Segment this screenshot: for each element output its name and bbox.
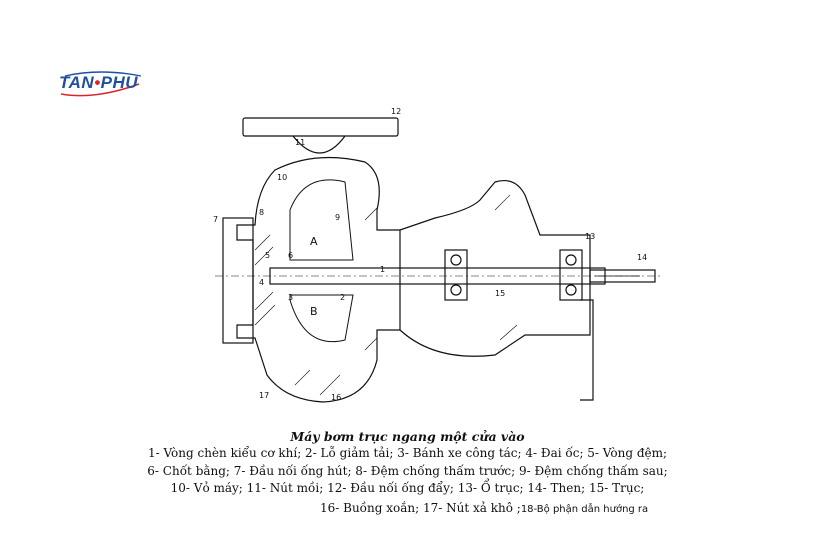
chamber-label-a: A bbox=[310, 235, 318, 248]
discharge-flange bbox=[242, 117, 399, 137]
support-leg bbox=[580, 299, 594, 401]
impeller-lower bbox=[289, 294, 354, 343]
label-10: 10 bbox=[277, 173, 287, 182]
bearing-front bbox=[444, 249, 468, 301]
bearing-ball-2 bbox=[450, 284, 462, 296]
caption-line-4: 16- Buồng xoắn; 17- Nút xả khô ; bbox=[320, 501, 521, 515]
label-7: 7 bbox=[213, 215, 218, 224]
label-9: 9 bbox=[335, 213, 340, 222]
caption-line-4-wrap: 16- Buồng xoắn; 17- Nút xả khô ;18-Bộ ph… bbox=[320, 501, 648, 515]
label-8: 8 bbox=[259, 208, 264, 217]
discharge-neck bbox=[292, 135, 346, 154]
company-logo: TAN•PHU bbox=[55, 70, 145, 100]
label-1: 1 bbox=[380, 265, 385, 274]
volute-casing bbox=[236, 156, 401, 403]
label-13: 13 bbox=[585, 232, 595, 241]
bearing-ball-1 bbox=[450, 254, 462, 266]
chamber-label-b: B bbox=[310, 305, 318, 318]
bearing-ball-3 bbox=[565, 254, 577, 266]
caption-title: Máy bơm trục ngang một cửa vào bbox=[290, 429, 525, 444]
caption-extra: 18-Bộ phận dẫn hướng ra bbox=[520, 504, 649, 515]
bearing-rear bbox=[559, 249, 583, 301]
label-6: 6 bbox=[288, 251, 293, 260]
logo-swoosh-icon bbox=[60, 71, 142, 97]
suction-flange bbox=[222, 217, 254, 344]
label-17: 17 bbox=[259, 391, 269, 400]
caption-line-2: 6- Chốt bằng; 7- Đầu nối ống hút; 8- Đệm… bbox=[147, 463, 668, 478]
caption-line-3: 10- Vỏ máy; 11- Nút mồi; 12- Đầu nối ống… bbox=[170, 481, 645, 495]
label-2: 2 bbox=[340, 293, 345, 302]
caption-line-1: 1- Vòng chèn kiểu cơ khí; 2- Lỗ giảm tải… bbox=[147, 446, 668, 460]
label-16: 16 bbox=[331, 393, 341, 402]
impeller-upper bbox=[289, 179, 354, 261]
label-11: 11 bbox=[295, 138, 305, 147]
logo-text: TAN•PHU bbox=[59, 73, 139, 92]
label-14: 14 bbox=[637, 253, 647, 262]
pump-cross-section-diagram: 1 2 3 4 5 6 7 8 9 10 11 12 13 14 15 16 1… bbox=[213, 107, 660, 403]
label-12: 12 bbox=[391, 107, 401, 116]
bearing-housing bbox=[399, 179, 591, 357]
label-15: 15 bbox=[495, 289, 505, 298]
label-3: 3 bbox=[288, 293, 293, 302]
figure-caption: Máy bơm trục ngang một cửa vào 1- Vòng c… bbox=[100, 428, 715, 498]
label-5: 5 bbox=[265, 251, 270, 260]
label-4: 4 bbox=[259, 278, 264, 287]
bearing-ball-4 bbox=[565, 284, 577, 296]
